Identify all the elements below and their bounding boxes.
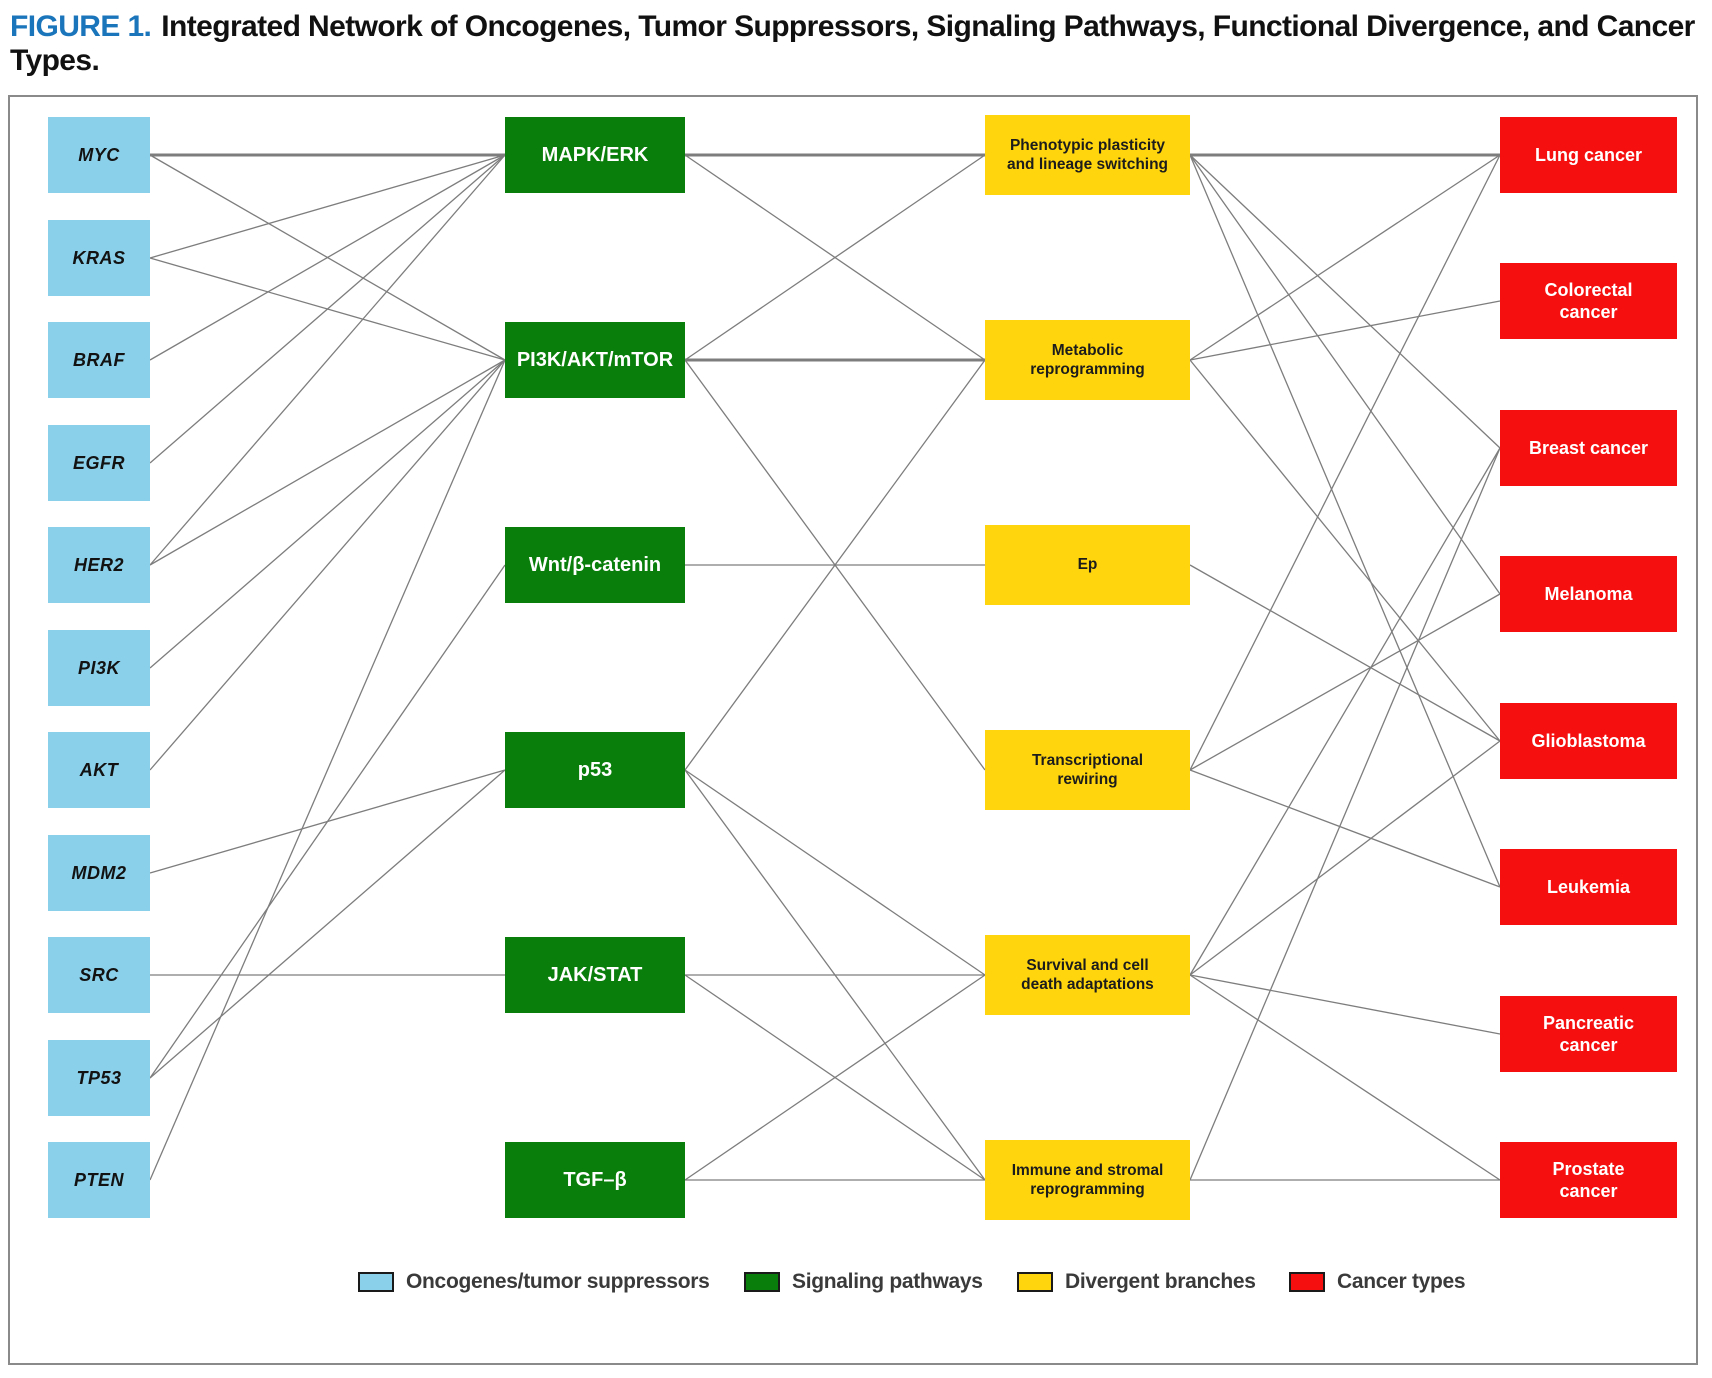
node-label: p53 [577, 758, 613, 781]
node-surv: Survival and cell death adaptations [985, 935, 1190, 1015]
figure-number-label: FIGURE 1. [10, 10, 152, 43]
node-myc: MYC [48, 117, 150, 193]
node-label: TP53 [76, 1067, 122, 1088]
node-pten: PTEN [48, 1142, 150, 1218]
node-label: death adaptations [1021, 976, 1154, 993]
node-src: SRC [48, 937, 150, 1013]
node-label: Leukemia [1546, 876, 1631, 897]
node-label: cancer [1559, 1035, 1618, 1055]
node-label: KRAS [72, 247, 126, 268]
node-label: MYC [78, 144, 120, 165]
node-her2: HER2 [48, 527, 150, 603]
legend-swatch-cancer [1289, 1272, 1325, 1292]
node-label: AKT [79, 759, 119, 780]
node-label: Lung cancer [1534, 144, 1643, 165]
node-leukemia: Leukemia [1500, 849, 1677, 925]
node-p53: p53 [505, 732, 685, 808]
node-label: Pancreatic [1542, 1012, 1635, 1033]
node-label: Survival and cell [1026, 956, 1149, 974]
legend-label: Cancer types [1337, 1270, 1466, 1293]
node-label: PTEN [73, 1169, 124, 1190]
node-mdm2: MDM2 [48, 835, 150, 911]
node-pi3kakt: PI3K/AKT/mTOR [505, 322, 685, 398]
node-tp53: TP53 [48, 1040, 150, 1116]
legend-item-cancer: Cancer types [1289, 1268, 1466, 1296]
node-label: Phenotypic plasticity [1009, 136, 1166, 154]
node-label: reprogramming [1030, 1181, 1145, 1198]
node-label: Wnt/β-catenin [528, 553, 662, 576]
node-jakstat: JAK/STAT [505, 937, 685, 1013]
node-pi3k: PI3K [48, 630, 150, 706]
node-label: Breast cancer [1528, 437, 1649, 458]
node-label: TGF–β [563, 1168, 627, 1191]
node-label: PI3K/AKT/mTOR [516, 348, 674, 371]
legend-swatch-gene [358, 1272, 394, 1292]
legend-item-branch: Divergent branches [1017, 1268, 1256, 1296]
figure-title-text: Integrated Network of Oncogenes, Tumor S… [10, 10, 1695, 77]
node-label: EGFR [72, 452, 125, 473]
node-pheno: Phenotypic plasticity and lineage switchi… [985, 115, 1190, 195]
node-label: Transcriptional [1031, 751, 1144, 769]
node-breast: Breast cancer [1500, 410, 1677, 486]
node-label: SRC [79, 964, 119, 985]
node-label: Immune and stromal [1011, 1161, 1164, 1179]
node-label: Melanoma [1544, 583, 1633, 604]
legend-swatch-branch [1017, 1272, 1053, 1292]
node-label: rewiring [1057, 771, 1118, 788]
node-label: Colorectal [1544, 279, 1633, 300]
node-egfr: EGFR [48, 425, 150, 501]
node-label: Glioblastoma [1531, 730, 1646, 751]
node-kras: KRAS [48, 220, 150, 296]
node-metab: Metabolic reprogramming [985, 320, 1190, 400]
legend-swatch-pathway [744, 1272, 780, 1292]
node-label: cancer [1559, 302, 1618, 322]
node-label: Prostate [1552, 1158, 1625, 1179]
node-label: MAPK/ERK [541, 143, 649, 166]
legend-label: Divergent branches [1065, 1270, 1256, 1293]
node-immune: Immune and stromal reprogramming [985, 1140, 1190, 1220]
node-ep: Ep [985, 525, 1190, 605]
legend-item-pathway: Signaling pathways [744, 1268, 983, 1296]
figure-frame [8, 95, 1698, 1365]
node-label: PI3K [77, 657, 121, 678]
node-wnt: Wnt/β-catenin [505, 527, 685, 603]
node-mapk: MAPK/ERK [505, 117, 685, 193]
node-akt: AKT [48, 732, 150, 808]
node-label: HER2 [73, 554, 124, 575]
node-trans: Transcriptional rewiring [985, 730, 1190, 810]
node-label: and lineage switching [1006, 156, 1169, 173]
node-label: reprogramming [1030, 361, 1145, 378]
node-tgfb: TGF–β [505, 1142, 685, 1218]
node-gbm: Glioblastoma [1500, 703, 1677, 779]
node-melanoma: Melanoma [1500, 556, 1677, 632]
node-braf: BRAF [48, 322, 150, 398]
node-label: BRAF [73, 349, 125, 370]
node-label: Ep [1077, 556, 1098, 574]
figure-title: FIGURE 1.Integrated Network of Oncogenes… [10, 10, 1700, 78]
legend-item-gene: Oncogenes/tumor suppressors [358, 1268, 710, 1296]
node-label: Metabolic [1051, 341, 1124, 359]
node-label: cancer [1559, 1181, 1618, 1201]
legend-label: Oncogenes/tumor suppressors [406, 1270, 710, 1293]
legend: Oncogenes/tumor suppressors Signaling pat… [0, 1268, 1712, 1308]
node-label: MDM2 [71, 862, 127, 883]
legend-label: Signaling pathways [792, 1270, 983, 1293]
node-lung: Lung cancer [1500, 117, 1677, 193]
node-label: JAK/STAT [547, 963, 643, 986]
